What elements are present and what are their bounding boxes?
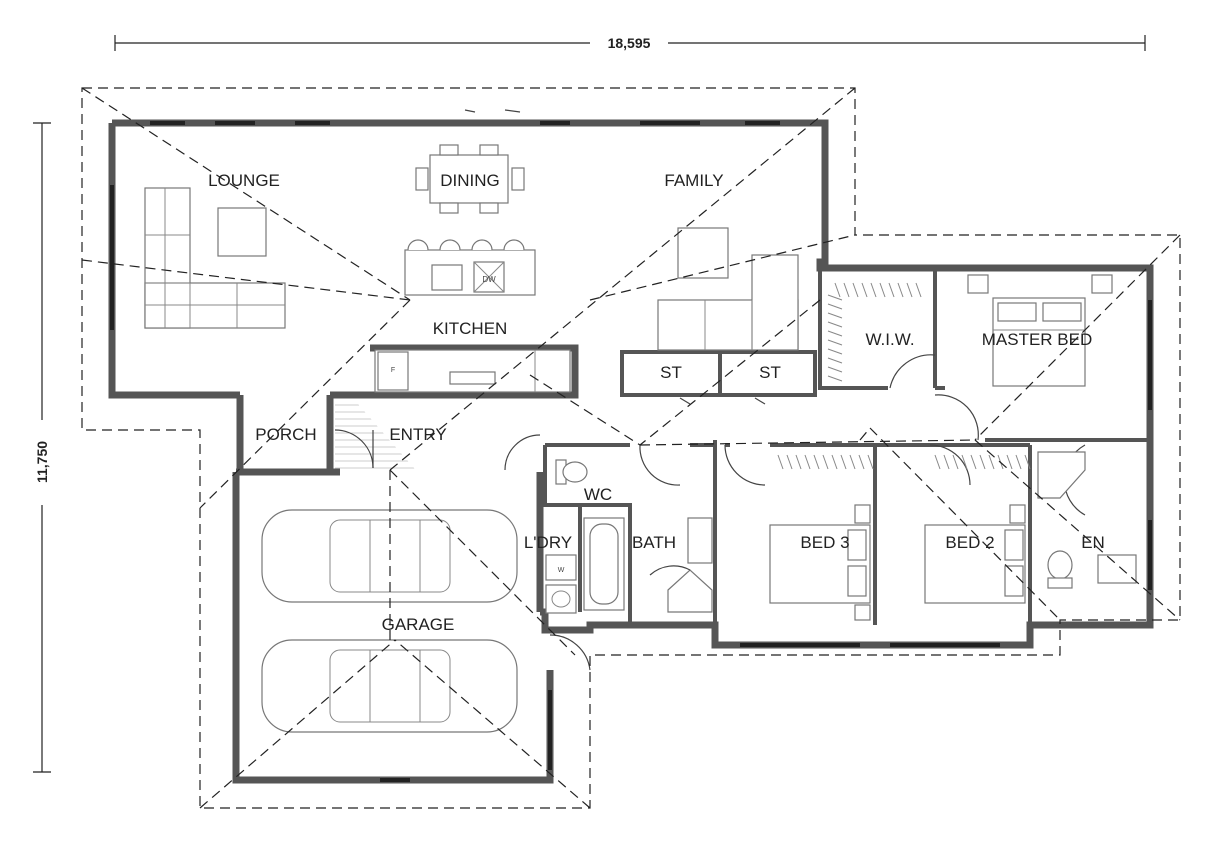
label-ensuite: EN [1081, 533, 1105, 552]
label-bath: BATH [632, 533, 676, 552]
label-wc: WC [584, 485, 612, 504]
label-kitchen: KITCHEN [433, 319, 508, 338]
fridge-label: F [391, 367, 395, 374]
car-2 [261, 639, 518, 733]
coffee-table [217, 207, 267, 257]
label-bed-2: BED 2 [945, 533, 994, 552]
label-bed-3: BED 3 [800, 533, 849, 552]
kitchen-bench: F [374, 349, 571, 393]
depth-label: 11,750 [34, 441, 50, 483]
bath-vanity [687, 517, 713, 564]
bath-shower [667, 569, 713, 613]
bed-3 [769, 504, 871, 621]
family-sofa [657, 227, 799, 351]
label-wiw: W.I.W. [865, 330, 914, 349]
roof-outline [81, 87, 1181, 809]
bath-tub [583, 517, 625, 611]
depth-dimension: 11,750 [33, 122, 51, 773]
label-laundry: L'DRY [524, 533, 572, 552]
label-porch: PORCH [255, 425, 316, 444]
master-bed [967, 274, 1113, 387]
room-labels: LOUNGE DINING FAMILY KITCHEN ST ST W.I.W… [208, 171, 1105, 634]
wc-toilet [555, 459, 588, 485]
lounge-sofa [144, 187, 286, 329]
wardrobe-rails [777, 282, 1031, 470]
bed-2 [924, 504, 1026, 604]
dining-table [415, 144, 525, 214]
dishwasher-label: DW [482, 275, 496, 284]
label-lounge: LOUNGE [208, 171, 280, 190]
label-family: FAMILY [664, 171, 723, 190]
label-entry: ENTRY [389, 425, 446, 444]
width-dimension: 18,595 [114, 35, 1146, 51]
label-garage: GARAGE [382, 615, 455, 634]
width-label: 18,595 [608, 35, 651, 51]
label-store-1: ST [660, 363, 682, 382]
windows [110, 121, 1152, 782]
washer-label: W [558, 567, 565, 574]
kitchen-island: DW [404, 239, 536, 296]
label-master-bed: MASTER BED [982, 330, 1093, 349]
ensuite-fixtures [1037, 451, 1137, 589]
label-store-2: ST [759, 363, 781, 382]
laundry-fixtures: W [545, 554, 577, 614]
label-dining: DINING [440, 171, 500, 190]
